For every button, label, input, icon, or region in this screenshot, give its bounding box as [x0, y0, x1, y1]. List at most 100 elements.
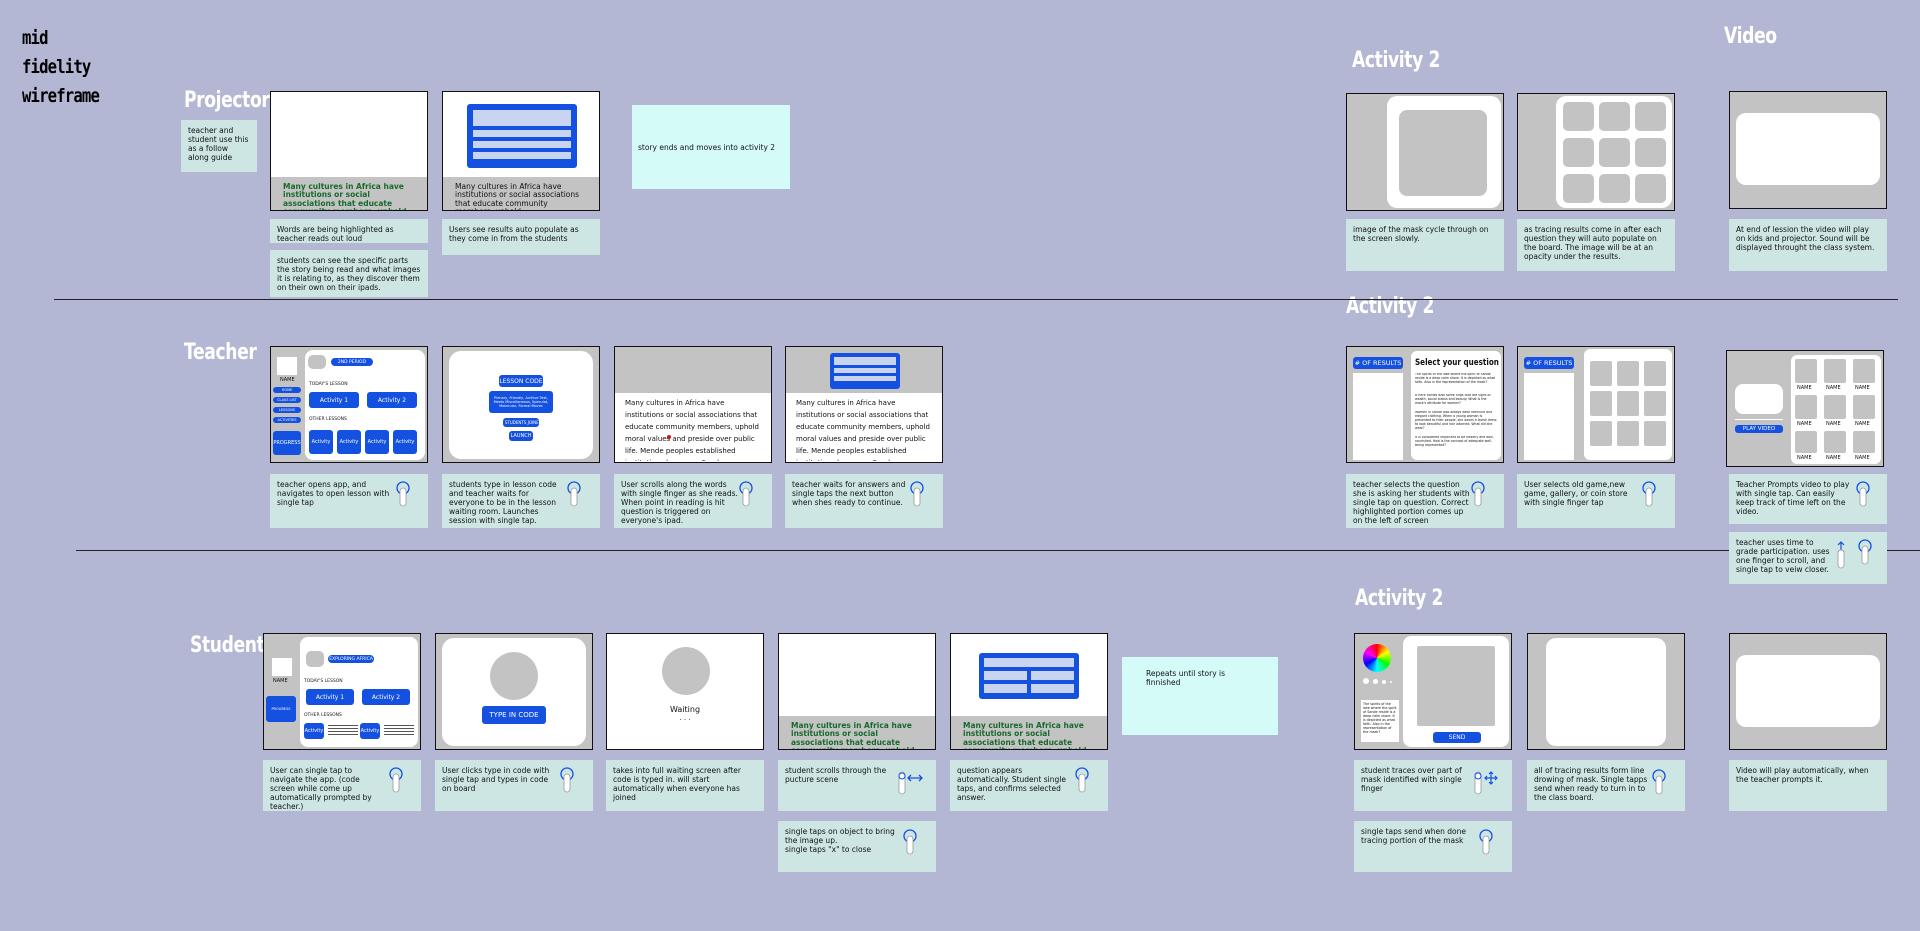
activity-1-button[interactable]: Activity 1	[306, 689, 354, 705]
board-title: mid fidelity wireframe	[22, 27, 100, 107]
student-code-frame: TYPE IN CODE	[435, 633, 593, 750]
student-name: NAME	[1826, 421, 1841, 427]
other-activity-button[interactable]: Activity	[365, 430, 389, 454]
teacher-answers-frame: Many cultures in Africa have institution…	[785, 346, 943, 463]
student-name: NAME	[1797, 385, 1812, 391]
sticky-repeats: Repeats until story is finnished	[1122, 657, 1278, 735]
question-option[interactable]: It is considered important to be healthy…	[1415, 436, 1494, 447]
section-label-activity2-student: Activity 2	[1355, 586, 1444, 611]
tap-icon	[1652, 769, 1666, 795]
video-player-placeholder	[1736, 655, 1880, 727]
section-label-video: Video	[1724, 24, 1777, 49]
answer-option[interactable]	[984, 684, 1027, 693]
tap-icon	[560, 767, 574, 793]
video-teacher-frame: PLAY VIDEO NAME NAME NAME NAME NAME NAME…	[1726, 350, 1884, 467]
period-badge: 2ND PERIOD	[331, 358, 373, 366]
color-wheel[interactable]	[1363, 644, 1391, 672]
sidebar-item-activities[interactable]: ACTIVITIES	[273, 417, 301, 423]
student-name: NAME	[1826, 455, 1841, 461]
teacher-name: NAME	[280, 377, 295, 383]
projector-results-frame: Many cultures in Africa have institution…	[442, 91, 600, 211]
activity2-teacher-question-frame: # OF RESULTS Select your question The sp…	[1346, 346, 1504, 463]
line-drawing-canvas[interactable]	[1546, 638, 1666, 746]
avatar	[490, 652, 538, 700]
mask-trace-area[interactable]	[1417, 646, 1495, 726]
section-label-activity2-teacher: Activity 2	[1346, 294, 1435, 319]
student-name: NAME	[1855, 455, 1870, 461]
other-activity-button[interactable]: Activity	[393, 430, 417, 454]
sidebar-item-lessons[interactable]: LESSONS	[273, 407, 301, 413]
note-mask-cycle: image of the mask cycle through on the s…	[1346, 219, 1504, 271]
scroll-icon	[1837, 541, 1845, 569]
lesson-code-display: LESSON CODE	[499, 375, 543, 387]
students-joined-count: # STUDENTS JOINED	[503, 418, 539, 427]
mask-image-placeholder	[1399, 110, 1487, 196]
activity2-student-drawing-frame	[1527, 633, 1685, 750]
drag-icon	[898, 771, 923, 795]
question-option[interactable]: The spirits of the lake where the spirit…	[1415, 373, 1495, 384]
video-player-placeholder	[1736, 113, 1880, 185]
other-activity-button[interactable]: Activity	[309, 430, 333, 454]
results-count-label: # OF RESULTS	[1353, 357, 1403, 369]
tap-icon	[396, 481, 410, 507]
tap-icon	[910, 481, 924, 507]
activity-2-button[interactable]: Activity 2	[367, 392, 417, 408]
student-scene-frame: Many cultures in Africa have institution…	[778, 633, 936, 750]
note-teacher-waits: teacher waits for answers and single tap…	[785, 474, 943, 528]
story-paragraph: Many cultures in Africa have institution…	[796, 399, 930, 461]
highlighted-story-text: Many cultures in Africa have institution…	[951, 716, 1107, 749]
answer-option[interactable]	[1031, 684, 1074, 693]
tap-icon	[903, 829, 917, 855]
tap-icon	[1471, 481, 1485, 507]
other-activity-button[interactable]: Activity	[360, 723, 380, 739]
answer-option[interactable]	[984, 671, 1027, 680]
note-words-highlighted: Words are being highlighted as teacher r…	[270, 219, 428, 243]
progress-button[interactable]: PROGRESS	[273, 431, 301, 455]
select-question-heading: Select your question	[1415, 358, 1499, 368]
activity-2-button[interactable]: Activity 2	[362, 689, 410, 705]
note-teacher-grades: teacher uses time to grade participation…	[1729, 532, 1887, 584]
projector-intro-note: teacher and student use this as a follow…	[181, 120, 257, 172]
student-name: NAME	[273, 678, 288, 684]
note-students-see-parts: students can see the specific parts the …	[270, 250, 428, 297]
type-in-code-button[interactable]: TYPE IN CODE	[482, 706, 546, 724]
row-divider	[54, 299, 1898, 300]
tap-icon	[567, 481, 581, 507]
send-button[interactable]: SEND	[1433, 732, 1481, 743]
story-paragraph: Many cultures in Africa have institution…	[625, 399, 759, 461]
tap-icon	[389, 767, 403, 793]
lesson-info-box: Plenary, Friendly, Archive Text, Meets M…	[489, 391, 553, 413]
sticky-story-ends: story ends and moves into activity 2	[632, 105, 790, 189]
story-text: Many cultures in Africa have institution…	[443, 177, 599, 210]
launch-button[interactable]: LAUNCH	[509, 431, 533, 441]
activity2-student-trace-frame: The spirits of the lake where the spirit…	[1354, 633, 1512, 750]
question-option[interactable]: Women in Sande also always wear feminine…	[1415, 411, 1497, 430]
drag-icon	[1474, 771, 1498, 795]
sidebar-item-home[interactable]: HOME	[273, 387, 301, 393]
teacher-lesson-code-frame: LESSON CODE Plenary, Friendly, Archive T…	[442, 346, 600, 463]
other-activity-button[interactable]: Activity	[304, 723, 324, 739]
answer-options-card	[979, 653, 1079, 699]
student-name: NAME	[1826, 385, 1841, 391]
activity-1-button[interactable]: Activity 1	[309, 392, 359, 408]
tap-icon	[1075, 767, 1089, 793]
activity2-projector-mask-frame	[1346, 93, 1504, 211]
answers-card	[830, 353, 900, 389]
video-thumbnail	[1735, 384, 1783, 414]
note-tracing-results: as tracing results come in after each qu…	[1517, 219, 1675, 271]
play-video-button[interactable]: PLAY VIDEO	[1735, 425, 1783, 433]
note-student-scrolls: student scrolls through the pucture scen…	[778, 760, 936, 811]
student-dashboard-frame: NAME PROGRESS EXPLORING AFRICA TODAY'S L…	[263, 633, 421, 750]
reading-pointer	[667, 435, 671, 439]
section-label-student: Student	[190, 633, 265, 658]
sidebar-item-class-list[interactable]: CLASS LIST	[273, 397, 301, 403]
other-lessons-label: OTHER LESSONS	[309, 417, 347, 422]
progress-button[interactable]: PROGRESS	[266, 696, 296, 722]
answer-option[interactable]	[1031, 671, 1074, 680]
tap-icon	[1642, 481, 1656, 507]
activity2-projector-results-frame	[1517, 93, 1675, 211]
video-student-frame	[1729, 633, 1887, 750]
question-option[interactable]: A neck comes with some rings that are si…	[1415, 394, 1491, 405]
other-activity-button[interactable]: Activity	[337, 430, 361, 454]
student-name: NAME	[1797, 455, 1812, 461]
